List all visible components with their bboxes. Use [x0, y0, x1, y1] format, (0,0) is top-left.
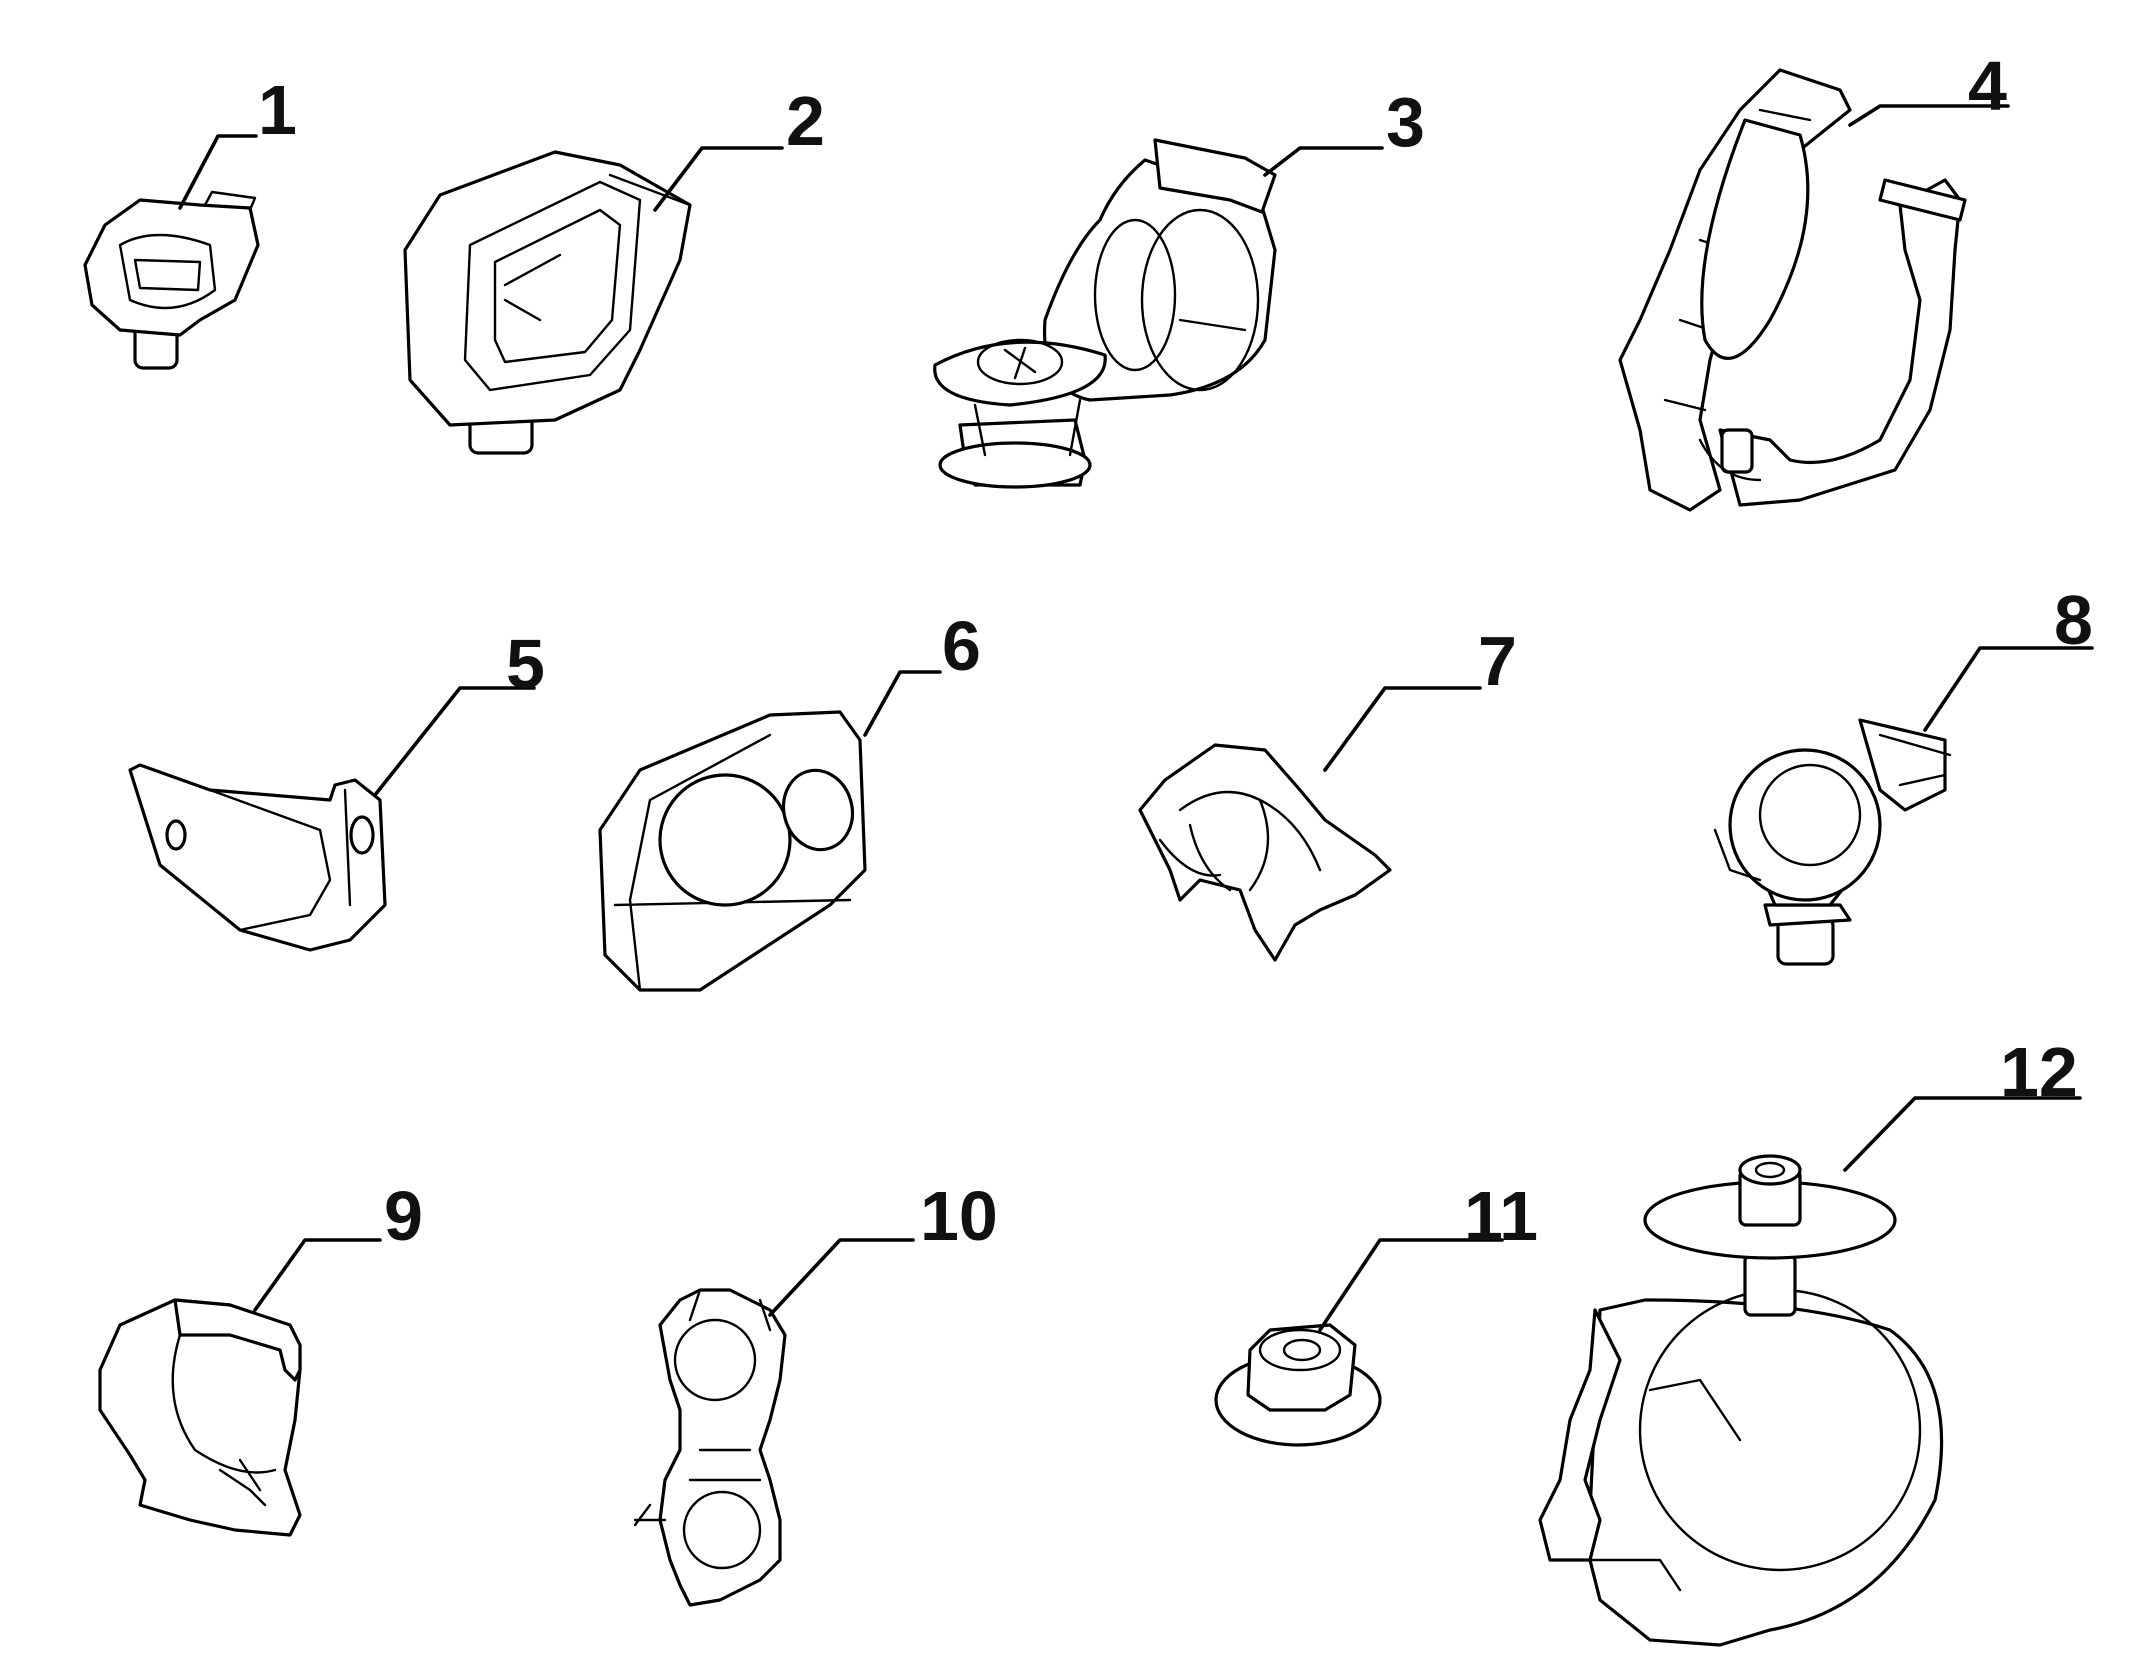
part-6-double-grommet: [598, 710, 867, 992]
leader-3: [1263, 146, 1384, 177]
callout-4: 4: [1968, 47, 2007, 125]
leader-8: [1923, 646, 2094, 732]
leader-1: [178, 134, 258, 210]
part-2-grommet: [403, 150, 692, 455]
callout-6: 6: [942, 607, 981, 685]
callout-2: 2: [786, 82, 825, 160]
leader-11: [1318, 1238, 1504, 1332]
callout-12: 12: [2000, 1033, 2078, 1111]
part-1-clip: [83, 190, 260, 370]
part-10-double-clip: [633, 1288, 787, 1607]
callout-8: 8: [2054, 581, 2093, 659]
callout-1: 1: [258, 71, 297, 149]
part-5-metal-bracket: [128, 763, 387, 952]
leader-6: [863, 670, 942, 737]
part-12-clip-disc: [1538, 1154, 1944, 1647]
leader-lines: [178, 104, 2094, 1332]
leader-5: [373, 686, 536, 797]
callout-7: 7: [1478, 622, 1517, 700]
part-3-clip-pin: [933, 138, 1277, 489]
part-4-bracket: [1618, 68, 1967, 512]
leader-10: [768, 1238, 915, 1317]
callout-9: 9: [384, 1177, 423, 1255]
callout-10: 10: [920, 1177, 998, 1255]
part-9-open-clip: [98, 1298, 302, 1537]
leader-2: [653, 146, 784, 212]
callout-5: 5: [506, 625, 545, 703]
leader-12: [1843, 1096, 2082, 1172]
leader-9: [253, 1238, 382, 1312]
part-11-flange-nut: [1214, 1323, 1382, 1447]
callout-3: 3: [1386, 83, 1425, 161]
part-8-clip-stud: [1713, 718, 1952, 966]
part-7-spring-clip: [1138, 743, 1392, 962]
leader-4: [1848, 104, 2010, 127]
leader-7: [1323, 686, 1482, 772]
callout-11: 11: [1464, 1177, 1538, 1255]
callout-labels: 1 2 3 4 5 6 7 8 9 10 11 12: [258, 47, 2093, 1255]
